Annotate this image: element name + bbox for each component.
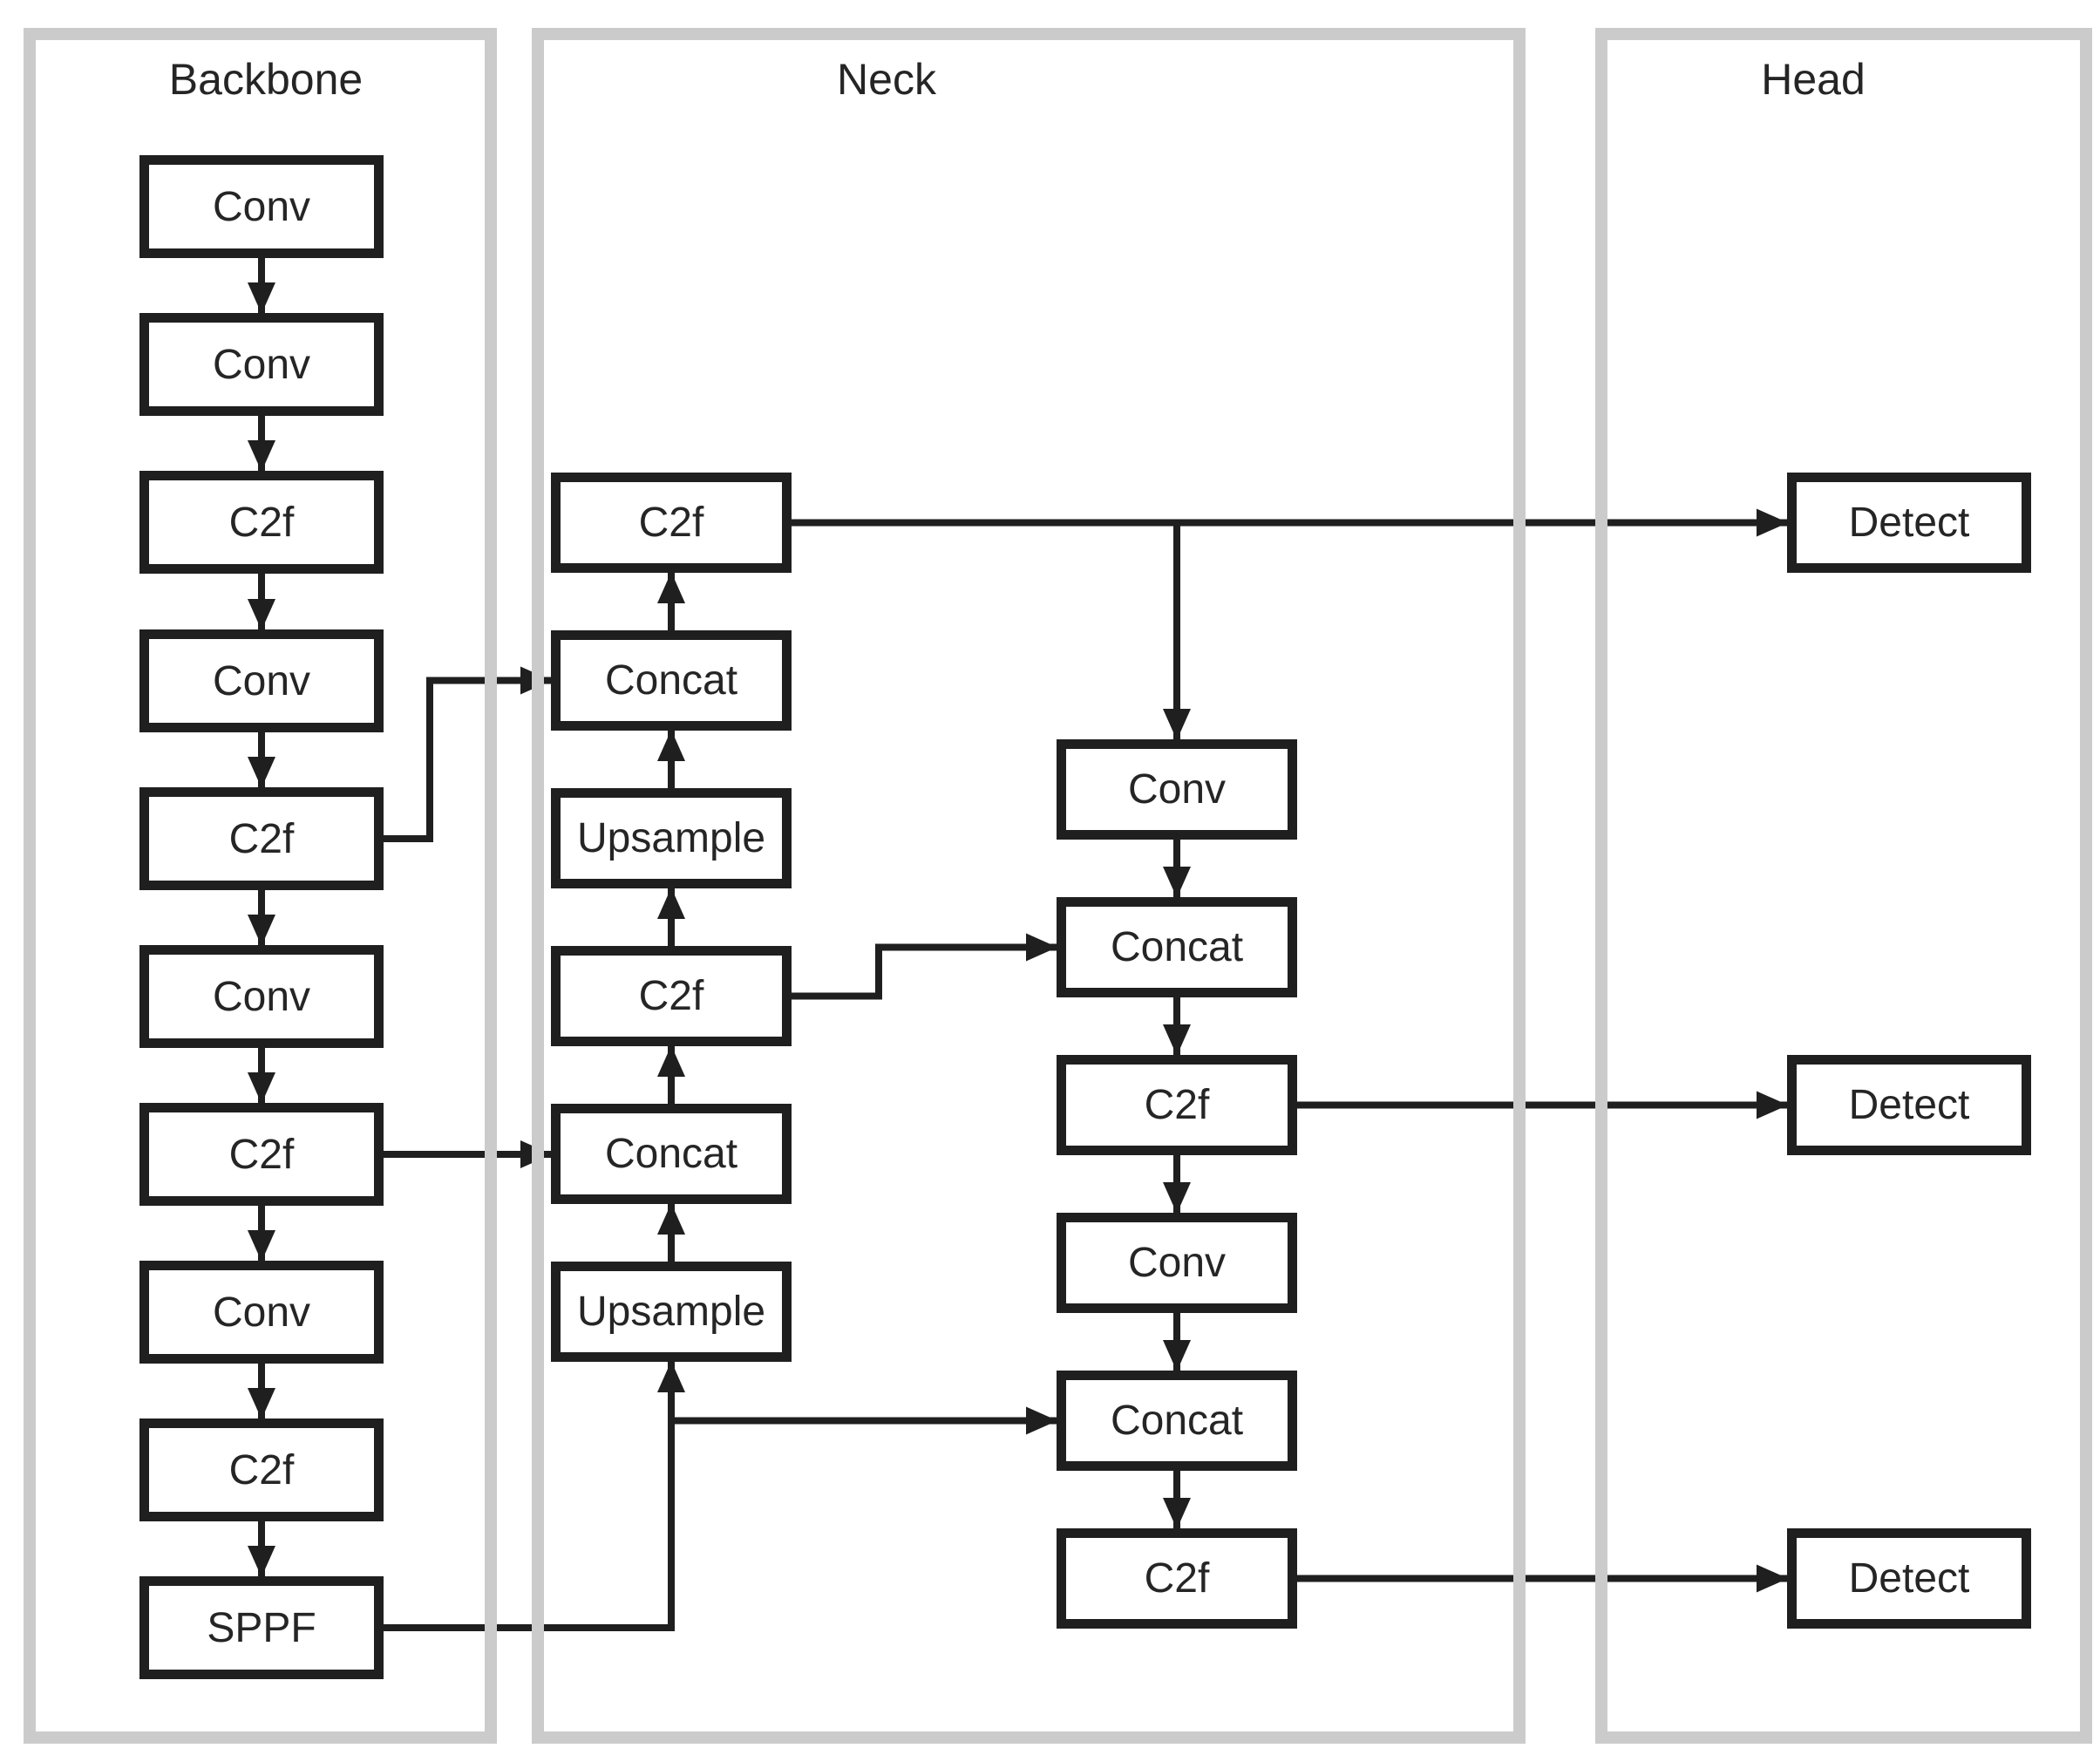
neck-left-node-concat-5: Concat [551, 1104, 792, 1204]
neck-right-node-conv-1: Conv [1057, 739, 1297, 840]
neck-left-node-concat-2: Concat [551, 630, 792, 731]
neck-panel [532, 28, 1526, 1744]
head-node-detect-2: Detect [1787, 1055, 2031, 1155]
backbone-node-sppf-10: SPPF [139, 1576, 384, 1679]
edge-neck-c2f4-concat2-right [792, 933, 1057, 1000]
head-node-detect-3: Detect [1787, 1528, 2031, 1629]
neck-right-node-c2f-6: C2f [1057, 1528, 1297, 1629]
backbone-node-conv-2: Conv [139, 313, 384, 416]
backbone-panel [24, 28, 497, 1744]
edge-sppf-neck-upsample6 [384, 1361, 685, 1631]
neck-left-node-upsample-3: Upsample [551, 788, 792, 888]
neck-left-node-c2f-1: C2f [551, 473, 792, 573]
backbone-node-c2f-9: C2f [139, 1418, 384, 1521]
backbone-node-conv-4: Conv [139, 629, 384, 732]
head-node-detect-1: Detect [1787, 473, 2031, 573]
head-title: Head [1761, 55, 1866, 104]
backbone-title: Backbone [168, 55, 364, 104]
head-panel [1595, 28, 2092, 1744]
neck-right-node-c2f-3: C2f [1057, 1055, 1297, 1155]
neck-left-node-c2f-4: C2f [551, 946, 792, 1046]
backbone-node-conv-6: Conv [139, 945, 384, 1048]
neck-right-node-concat-2: Concat [1057, 897, 1297, 997]
backbone-node-c2f-7: C2f [139, 1103, 384, 1206]
backbone-node-conv-1: Conv [139, 155, 384, 258]
neck-right-node-conv-4: Conv [1057, 1213, 1297, 1313]
neck-title: Neck [837, 55, 936, 104]
backbone-node-c2f-5: C2f [139, 787, 384, 890]
backbone-node-conv-8: Conv [139, 1261, 384, 1364]
backbone-node-c2f-3: C2f [139, 471, 384, 574]
neck-left-node-upsample-6: Upsample [551, 1262, 792, 1362]
neck-right-node-concat-5: Concat [1057, 1371, 1297, 1471]
